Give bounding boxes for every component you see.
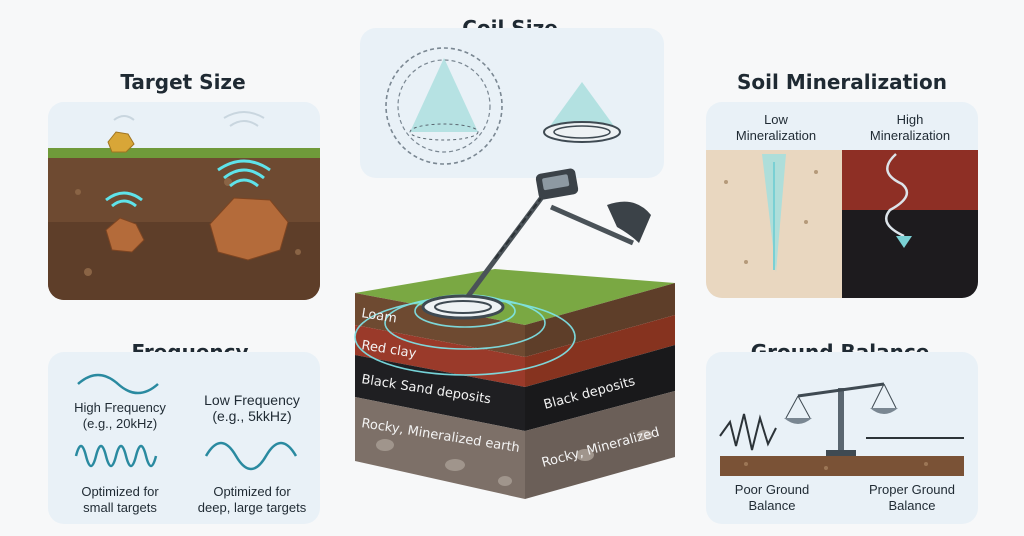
low-frequency-caption: Optimized for deep, large targets xyxy=(197,484,307,515)
target-size-panel xyxy=(48,102,320,300)
noisy-signal-line xyxy=(719,413,777,451)
small-coil-field xyxy=(550,82,614,126)
mineralization-illustration xyxy=(706,150,978,298)
high-frequency-label: High Frequency (e.g., 20kHz) xyxy=(74,400,166,431)
high-mineralization-label: High Mineralization xyxy=(869,112,951,143)
layer-label-loam: Loam xyxy=(360,306,398,326)
coil-size-illustration xyxy=(385,47,621,165)
proper-ground-balance-label: Proper Ground Balance xyxy=(869,482,955,513)
target-size-title: Target Size xyxy=(120,70,246,94)
frequency-panel: High Frequency (e.g., 20kHz) Low Frequen… xyxy=(48,352,320,524)
high-frequency-caption: Optimized for small targets xyxy=(81,484,159,515)
layer-red-clay xyxy=(355,325,525,387)
large-coil-field xyxy=(410,58,478,132)
small-coil-icon xyxy=(543,121,621,143)
rocks xyxy=(376,430,653,486)
low-mineralization-label: Low Mineralization xyxy=(735,112,817,143)
high-mineral-black xyxy=(842,210,978,298)
high-mineral-clay xyxy=(842,150,978,210)
low-frequency-wave-icon xyxy=(204,441,298,471)
low-frequency-label: Low Frequency (e.g., 5kkHz) xyxy=(204,392,300,424)
ground-strip xyxy=(720,456,964,476)
large-coil-outline xyxy=(385,47,503,165)
distorted-signal-icon xyxy=(885,153,909,238)
high-frequency-preview-icon xyxy=(77,373,159,395)
metal-detector-icon xyxy=(421,168,651,320)
small-target xyxy=(105,217,145,253)
coil-size-panel xyxy=(360,28,664,178)
target-size-illustration xyxy=(48,102,320,300)
grass-strip xyxy=(48,148,320,158)
high-frequency-wave-icon xyxy=(74,444,158,468)
layer-rocky xyxy=(355,397,525,499)
faint-signal-icon xyxy=(113,111,265,127)
grass-top xyxy=(355,269,675,325)
poor-ground-balance-label: Poor Ground Balance xyxy=(734,482,810,513)
wifi-signal-icon xyxy=(105,159,271,208)
soil-mineralization-panel: Low Mineralization High Mineralization xyxy=(706,102,978,298)
gold-nugget-small xyxy=(107,131,135,153)
soil-cross-section: Loam Red clay Black Sand deposits Rocky,… xyxy=(354,168,675,499)
ground-balance-panel: Poor Ground Balance Proper Ground Balanc… xyxy=(706,352,978,524)
layer-black-sand xyxy=(355,355,525,431)
ground-balance-illustration xyxy=(719,382,964,476)
large-target xyxy=(209,197,289,261)
balance-scale-icon xyxy=(784,382,898,456)
frequency-waves xyxy=(74,373,298,471)
soil-mineralization-title: Soil Mineralization xyxy=(737,70,947,94)
